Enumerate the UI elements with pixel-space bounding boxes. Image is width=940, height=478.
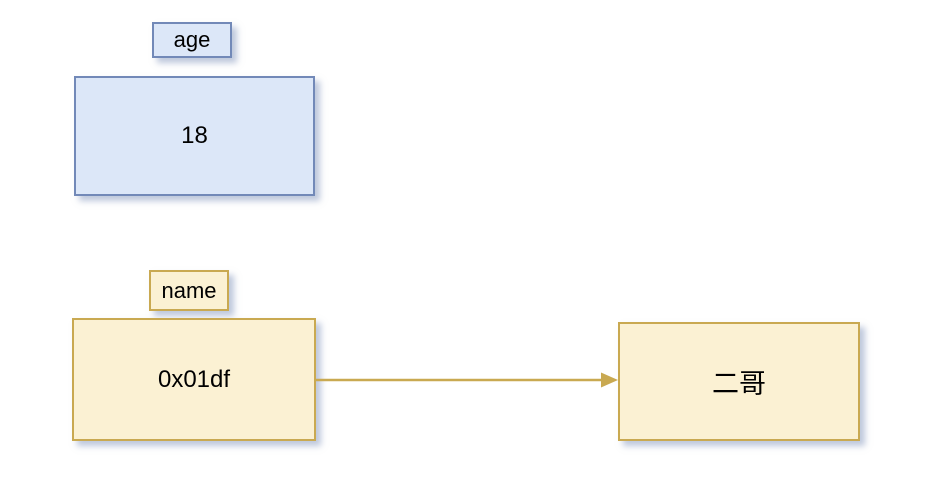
pointer-arrow (316, 372, 618, 388)
arrow-head-icon (601, 372, 618, 388)
name-address-text: 0x01df (157, 365, 231, 393)
age-value-text: 18 (181, 122, 208, 149)
string-object-box: 二哥 (618, 322, 860, 441)
age-value-box: 18 (74, 76, 315, 196)
name-variable-label: name (149, 270, 229, 311)
name-label-text: name (161, 277, 217, 303)
string-object-text: 二哥 (712, 369, 766, 399)
age-label-text: age (173, 27, 211, 52)
name-address-box: 0x01df (72, 318, 316, 441)
age-variable-label: age (152, 22, 232, 58)
